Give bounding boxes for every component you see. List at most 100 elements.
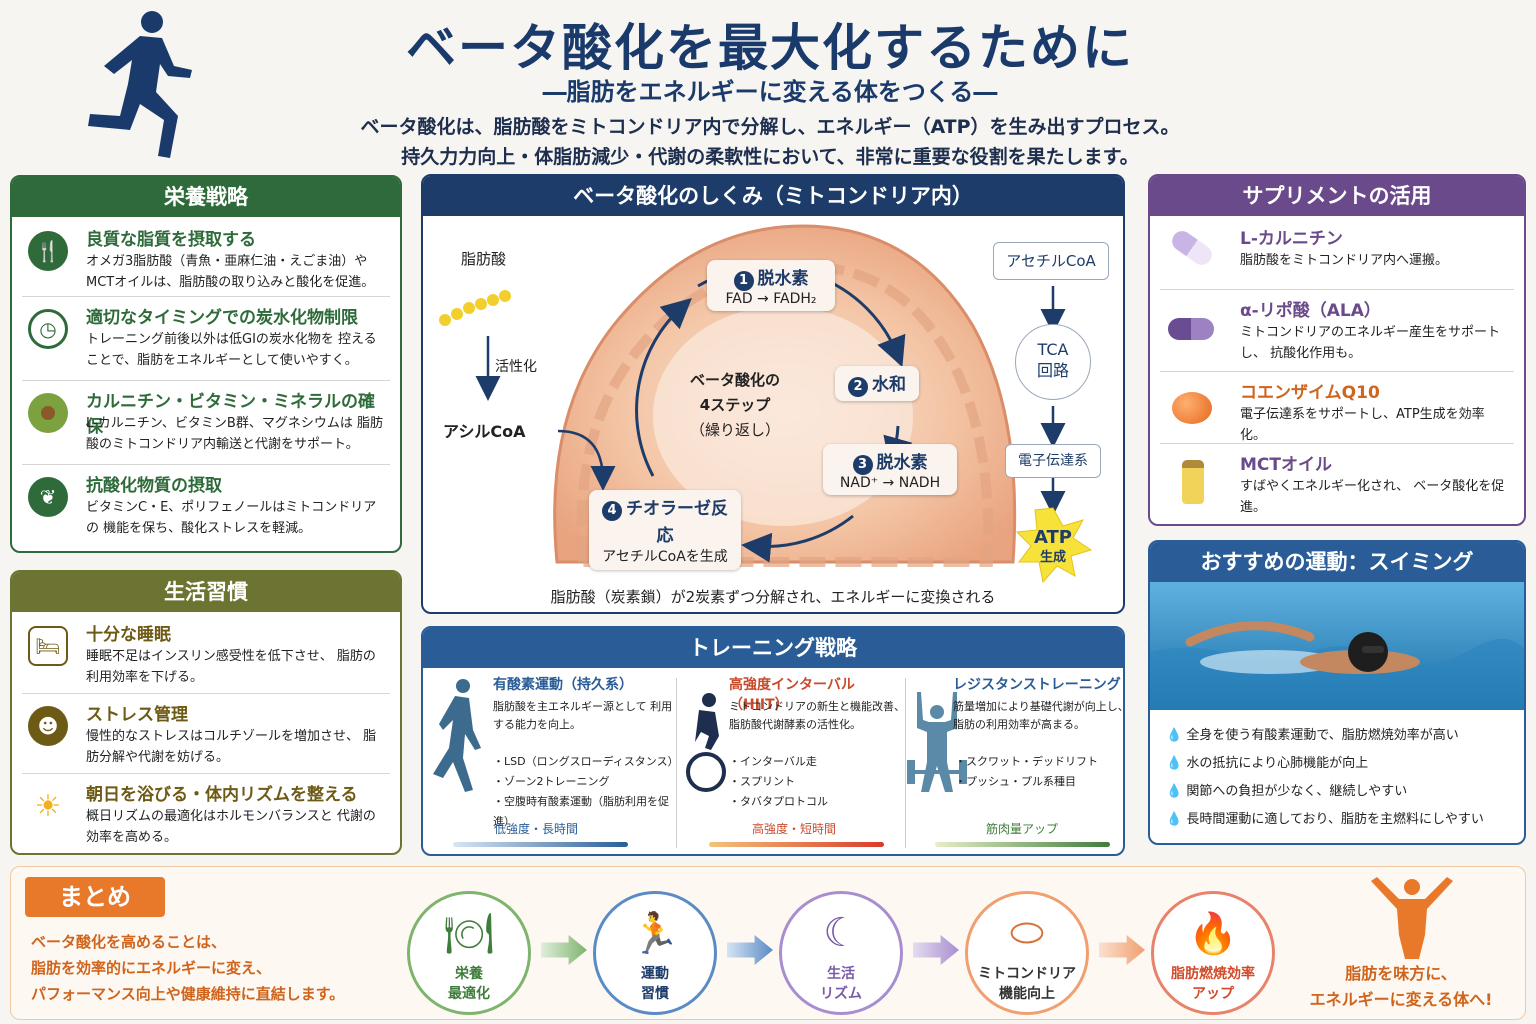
- mito-title: ベータ酸化のしくみ（ミトコンドリア内）: [423, 176, 1123, 216]
- training-col-list: ・スクワット・デッドリフト ・プッシュ・プル系種目: [955, 752, 1123, 792]
- summary-text: ベータ酸化を高めることは、 脂肪を効率的にエネルギーに変え、 パフォーマンス向上…: [31, 929, 391, 1007]
- summary-step-nutrition: 🍽 栄養最適化: [407, 891, 531, 1015]
- step-name: 水和: [872, 375, 906, 395]
- supplement-desc: 電子伝達系をサポートし、ATP生成を効率化。: [1240, 407, 1485, 443]
- water-drop-icon: 💧: [1166, 812, 1183, 827]
- summary-step-label: 運動: [641, 966, 669, 982]
- lifestyle-item: ☀ 朝日を浴びる・体内リズムを整える 概日リズムの最適化はホルモンバランスと 代…: [22, 776, 390, 853]
- training-list-item: ・ゾーン2トレーニング: [493, 775, 610, 788]
- swimming-point-text: 水の抵抗により心肺機能が向上: [1186, 756, 1369, 771]
- training-list-item: ・LSD（ロングスローディスタンス）: [493, 755, 679, 768]
- sun-icon: ☀: [34, 788, 62, 824]
- lifestyle-item-desc: 概日リズムの最適化はホルモンバランスと 代謝の効率を高める。: [86, 809, 376, 845]
- arrow-icon: [1099, 935, 1145, 965]
- arrow-icon: [541, 935, 587, 965]
- swimming-title: おすすめの運動：スイミング: [1150, 542, 1524, 582]
- summary-step-label: 生活: [827, 966, 855, 982]
- cycle-center-line: （繰り返し）: [689, 421, 780, 439]
- nutrition-item-desc: ビタミンC・E、ポリフェノールはミトコンドリアの 機能を保ち、酸化ストレスを軽減…: [86, 500, 377, 536]
- nutrition-panel: 栄養戦略 🍴 良質な脂質を摂取する オメガ3脂肪酸（青魚・亜麻仁油・えごま油）や…: [10, 175, 402, 553]
- step-sub: FAD → FADH₂: [725, 291, 817, 307]
- summary-line: パフォーマンス向上や健康維持に直結します。: [31, 985, 345, 1003]
- summary-line: ベータ酸化を高めることは、: [31, 933, 227, 951]
- summary-step-mito: ⬭ ミトコンドリア機能向上: [965, 891, 1089, 1015]
- step-number: 1: [733, 271, 754, 291]
- training-col-hiit: 高強度インターバル（HIIT） ミトコンドリアの新生と機能改善、 脂肪酸代謝酵素…: [657, 672, 905, 852]
- swimming-point-text: 関節への負担が少なく、継続しやすい: [1186, 784, 1408, 799]
- activation-label: 活性化: [495, 359, 537, 375]
- lifter-icon: [907, 692, 967, 792]
- tca-label: TCA: [1037, 340, 1069, 359]
- training-col-desc: 筋量増加により基礎代謝が向上し、 脂肪の利用効率が高まる。: [953, 700, 1125, 731]
- lifestyle-item: 🛏 十分な睡眠 睡眠不足はインスリン感受性を低下させ、 脂肪の利用効率を下げる。: [22, 616, 390, 694]
- tca-label: 回路: [1036, 361, 1069, 380]
- training-col-title: レジスタンストレーニング: [953, 677, 1121, 693]
- atp-burst: ATP 生成: [1023, 528, 1083, 568]
- moon-icon: ☾: [823, 910, 859, 956]
- celebrating-person-icon: [1371, 877, 1453, 959]
- swimming-point: 💧 全身を使う有酸素運動で、脂肪燃焼効率が高い: [1166, 724, 1514, 752]
- summary-step-label: ミトコンドリア: [978, 966, 1076, 982]
- water-drop-icon: 💧: [1166, 728, 1183, 743]
- summary-title: まとめ: [25, 877, 165, 917]
- supplement-title: MCTオイル: [1240, 455, 1332, 475]
- divider: [905, 678, 906, 848]
- lifestyle-item-title: 朝日を浴びる・体内リズムを整える: [86, 785, 358, 805]
- summary-step-label: リズム: [820, 986, 862, 1002]
- supplement-desc: すばやくエネルギー化され、 ベータ酸化を促進。: [1240, 479, 1505, 515]
- step-number: 2: [848, 377, 868, 397]
- swimming-point: 💧 長時間運動に適しており、脂肪を主燃料にしやすい: [1166, 808, 1514, 836]
- step-name: チオラーゼ反応: [626, 499, 728, 546]
- nutrition-item-title: 適切なタイミングでの炭水化物制限: [86, 308, 358, 328]
- supplement-title: L-カルニチン: [1240, 229, 1343, 249]
- step-name: 脱水素: [757, 269, 809, 289]
- intensity-bar: [709, 842, 884, 847]
- swimming-point-text: 全身を使う有酸素運動で、脂肪燃焼効率が高い: [1186, 728, 1459, 743]
- step-name: 脱水素: [876, 453, 928, 473]
- mitochondria-icon: ⬭: [1009, 910, 1045, 956]
- training-col-desc: 脂肪酸を主エネルギー源として 利用する能力を向上。: [493, 700, 673, 731]
- bed-icon: 🛏: [28, 626, 68, 666]
- summary-step-label: 栄養: [455, 966, 483, 982]
- cycle-center-line: 4ステップ: [699, 396, 771, 414]
- intensity-label: 筋肉量アップ: [985, 822, 1058, 836]
- atp-sub: 生成: [1039, 550, 1066, 565]
- supplement-desc: 脂肪酸をミトコンドリア内へ運搬。: [1240, 253, 1449, 268]
- swimming-point: 💧 水の抵抗により心肺機能が向上: [1166, 752, 1514, 780]
- nutrition-item-title: カルニチン・ビタミン・ミネラルの確保: [86, 392, 375, 437]
- oil-bottle-icon: [1182, 460, 1204, 504]
- step-sub: アセチルCoAを生成: [602, 549, 728, 565]
- swimming-panel: おすすめの運動：スイミング 💧 全身を使う有酸素運動で、脂肪燃焼効率が高い 💧 …: [1148, 540, 1526, 845]
- runner-icon: 🏃: [630, 911, 680, 957]
- intensity-label: 高強度・短時間: [751, 822, 836, 836]
- clock-icon: ◷: [28, 309, 68, 349]
- capsule-icon: [1168, 318, 1214, 340]
- summary-step-rhythm: ☾ 生活リズム: [779, 891, 903, 1015]
- training-list-item: ・タバタプロトコル: [729, 795, 828, 808]
- supplement-title: コエンザイムQ10: [1240, 383, 1380, 403]
- supplements-panel: サプリメントの活用 L-カルニチン 脂肪酸をミトコンドリア内へ運搬。 α-リポ酸…: [1148, 174, 1526, 526]
- supplement-title: α-リポ酸（ALA）: [1240, 301, 1381, 321]
- nutrition-item-title: 抗酸化物質の摂取: [86, 476, 222, 496]
- flame-icon: 🔥: [1188, 911, 1238, 957]
- summary-line: 脂肪を効率的にエネルギーに変え、: [31, 959, 272, 977]
- training-panel: トレーニング戦略 有酸素運動（持久系） 脂肪酸を主エネルギー源として 利用する能…: [421, 626, 1125, 856]
- training-col-resistance: レジスタンストレーニング 筋量増加により基礎代謝が向上し、 脂肪の利用効率が高ま…: [885, 672, 1123, 852]
- lifestyle-item-desc: 慢性的なストレスはコルチゾールを増加させ、 脂肪分解や代謝を妨げる。: [86, 729, 377, 765]
- supplement-desc: ミトコンドリアのエネルギー産生をサポートし、 抗酸化作用も。: [1240, 325, 1501, 361]
- page-subtitle: ―脂肪をエネルギーに変える体をつくる―: [542, 78, 998, 106]
- training-list-item: ・スプリント: [729, 775, 795, 788]
- avocado-icon: [28, 393, 68, 433]
- nutrition-item: 🍴 良質な脂質を摂取する オメガ3脂肪酸（青魚・亜麻仁油・えごま油）や MCTオ…: [22, 221, 390, 297]
- lifestyle-item-title: 十分な睡眠: [86, 625, 171, 645]
- summary-step-label: アップ: [1192, 986, 1234, 1002]
- mito-caption: 脂肪酸（炭素鎖）が2炭素ずつ分解され、エネルギーに変換される: [550, 588, 996, 606]
- intensity-label: 低強度・長時間: [493, 822, 578, 836]
- training-list-item: ・空腹時有酸素運動（脂肪利用を促進）: [493, 795, 669, 828]
- training-col-list: ・インターバル走 ・スプリント ・タバタプロトコル: [729, 752, 913, 812]
- training-col-title: 高強度インターバル（HIIT）: [729, 677, 855, 713]
- etc-box: 電子伝達系: [1005, 444, 1101, 478]
- divider: [676, 678, 677, 848]
